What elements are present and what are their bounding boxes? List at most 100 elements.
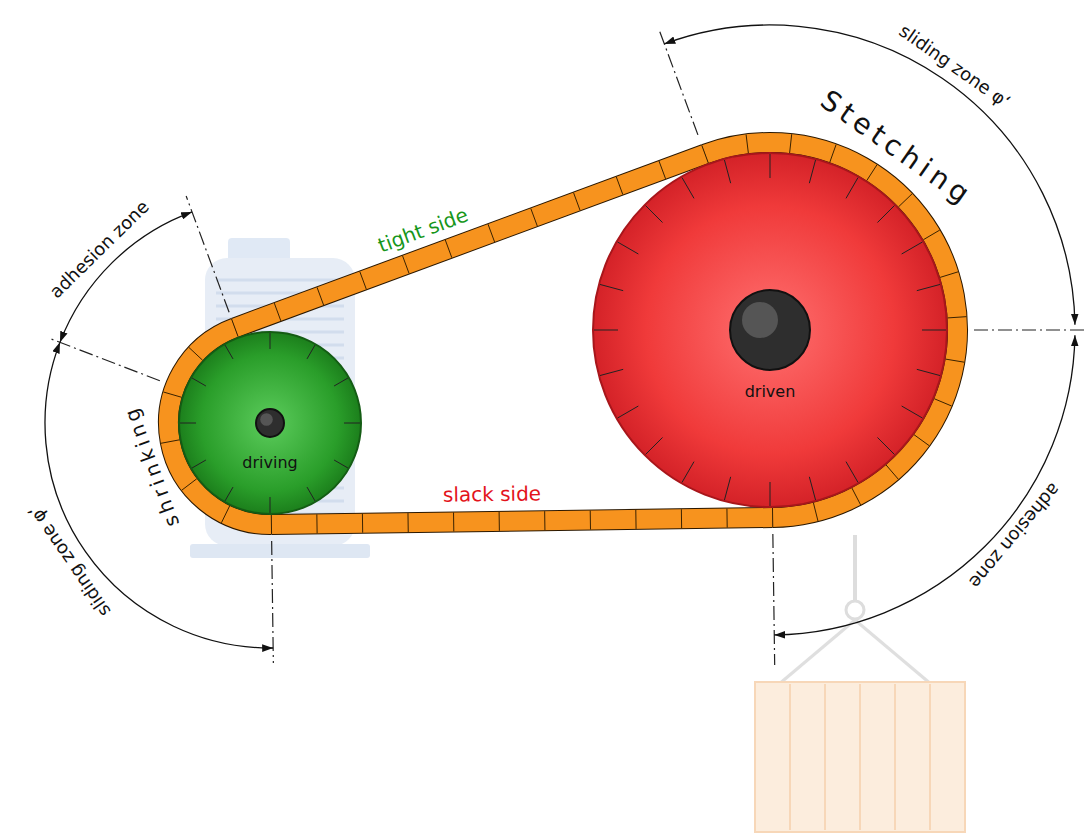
- pulley-tick: [902, 242, 923, 254]
- pulley-tick: [180, 423, 196, 424]
- plank: [859, 684, 861, 830]
- pulley-tick: [917, 284, 940, 290]
- belt-segment-line: [407, 513, 408, 532]
- pulley-tick: [225, 345, 233, 359]
- pulley-tick: [646, 206, 663, 223]
- belt-segment-line: [923, 230, 939, 240]
- belt-segment-line: [274, 303, 281, 321]
- pulley-tick: [877, 206, 894, 223]
- zone-label: adhesion zone: [965, 479, 1065, 592]
- belt-outline: [235, 154, 705, 328]
- slack-side-label: slack side: [442, 482, 540, 507]
- motor-base: [190, 544, 370, 558]
- belt-segment-line: [790, 134, 792, 153]
- pulley-tick: [334, 460, 348, 468]
- fin: [216, 279, 344, 282]
- load-ghost: [755, 535, 965, 832]
- belt-outline: [271, 517, 772, 524]
- belt-wrap: [169, 143, 958, 525]
- belt-segment-line: [772, 508, 773, 527]
- pulley-tick: [682, 462, 694, 483]
- belt-segment-line: [867, 165, 877, 181]
- zone-arrow: [60, 212, 192, 342]
- zone-boundary: [974, 329, 1084, 330]
- pulley-tick: [682, 178, 694, 199]
- belt-segment-line: [702, 145, 709, 163]
- pulley-shape: [178, 331, 362, 515]
- plank: [789, 684, 791, 830]
- chain: [853, 535, 857, 600]
- pulley-tick: [307, 345, 315, 359]
- plank: [824, 684, 826, 830]
- belt-segment-line: [182, 479, 197, 491]
- pulley-tick: [594, 330, 618, 331]
- driving-pulley: driving: [178, 331, 362, 515]
- belt-segment-line: [948, 317, 967, 318]
- belt-segment-line: [635, 510, 636, 529]
- fin: [216, 435, 344, 438]
- fin: [216, 370, 344, 373]
- pulley-tick: [192, 460, 206, 468]
- pulley-disc: [593, 153, 947, 507]
- pulley-tick: [724, 160, 730, 183]
- hook: [846, 601, 864, 619]
- belt-segment-line: [161, 440, 180, 443]
- plank: [929, 684, 931, 830]
- belt-ticks: [161, 134, 967, 534]
- pulley-tick: [809, 477, 815, 500]
- pulley-tick: [846, 462, 858, 483]
- belt-segment-line: [360, 272, 367, 290]
- zone-label: sliding zone φ‘: [895, 20, 1014, 112]
- belt-segment-line: [830, 144, 836, 162]
- pulley-tick: [877, 437, 894, 454]
- fin: [216, 344, 344, 347]
- fin: [216, 474, 344, 477]
- belt-segment-line: [403, 256, 410, 274]
- belt-segment-line: [232, 319, 239, 337]
- pulley-tick: [809, 160, 815, 183]
- belt-segment-line: [445, 240, 452, 258]
- pulley-tick: [192, 378, 206, 386]
- pulley-tick: [724, 477, 730, 500]
- belt-segment-line: [940, 272, 958, 278]
- belt-segment-line: [531, 208, 538, 226]
- shaft-highlight: [742, 302, 778, 338]
- belt-segment-line: [899, 194, 913, 207]
- belt-arc: [705, 143, 957, 518]
- pulley-tick: [846, 178, 858, 199]
- shaft: [730, 290, 810, 370]
- pulley-tick: [600, 369, 623, 375]
- belt-segment-line: [946, 359, 965, 362]
- belt-segment-line: [616, 177, 623, 195]
- shaft: [256, 409, 284, 437]
- belt-segment-line: [659, 161, 666, 179]
- pulley-label: driving: [242, 453, 297, 472]
- tight-side-label: tight side: [375, 203, 471, 258]
- pulley-tick: [770, 154, 771, 178]
- pulley-tick: [270, 497, 271, 513]
- pulley-tick: [618, 406, 639, 418]
- belt-segment-line: [813, 503, 818, 521]
- pulley-label: driven: [745, 382, 796, 401]
- belt-segment-line: [189, 347, 203, 360]
- belt-segment-line: [317, 287, 324, 305]
- zone-label: adhesion zone: [45, 196, 153, 302]
- driven-pulley: driven: [592, 152, 948, 508]
- fin: [216, 409, 344, 412]
- zone-boundary: [186, 196, 229, 312]
- fin: [216, 383, 344, 386]
- belt-outline: [705, 143, 957, 518]
- fin: [216, 500, 344, 503]
- belt-segment-line: [544, 511, 545, 530]
- shaft-highlight: [260, 413, 273, 426]
- sling: [772, 620, 855, 690]
- pulley-tick: [344, 423, 360, 424]
- fin: [216, 448, 344, 451]
- pulley-tick: [600, 284, 623, 290]
- pulley-tick: [770, 482, 771, 506]
- belt-segment-line: [163, 392, 181, 397]
- pulley-disc: [179, 332, 361, 514]
- belt-segment-line: [271, 515, 272, 534]
- pulley-tick: [917, 369, 940, 375]
